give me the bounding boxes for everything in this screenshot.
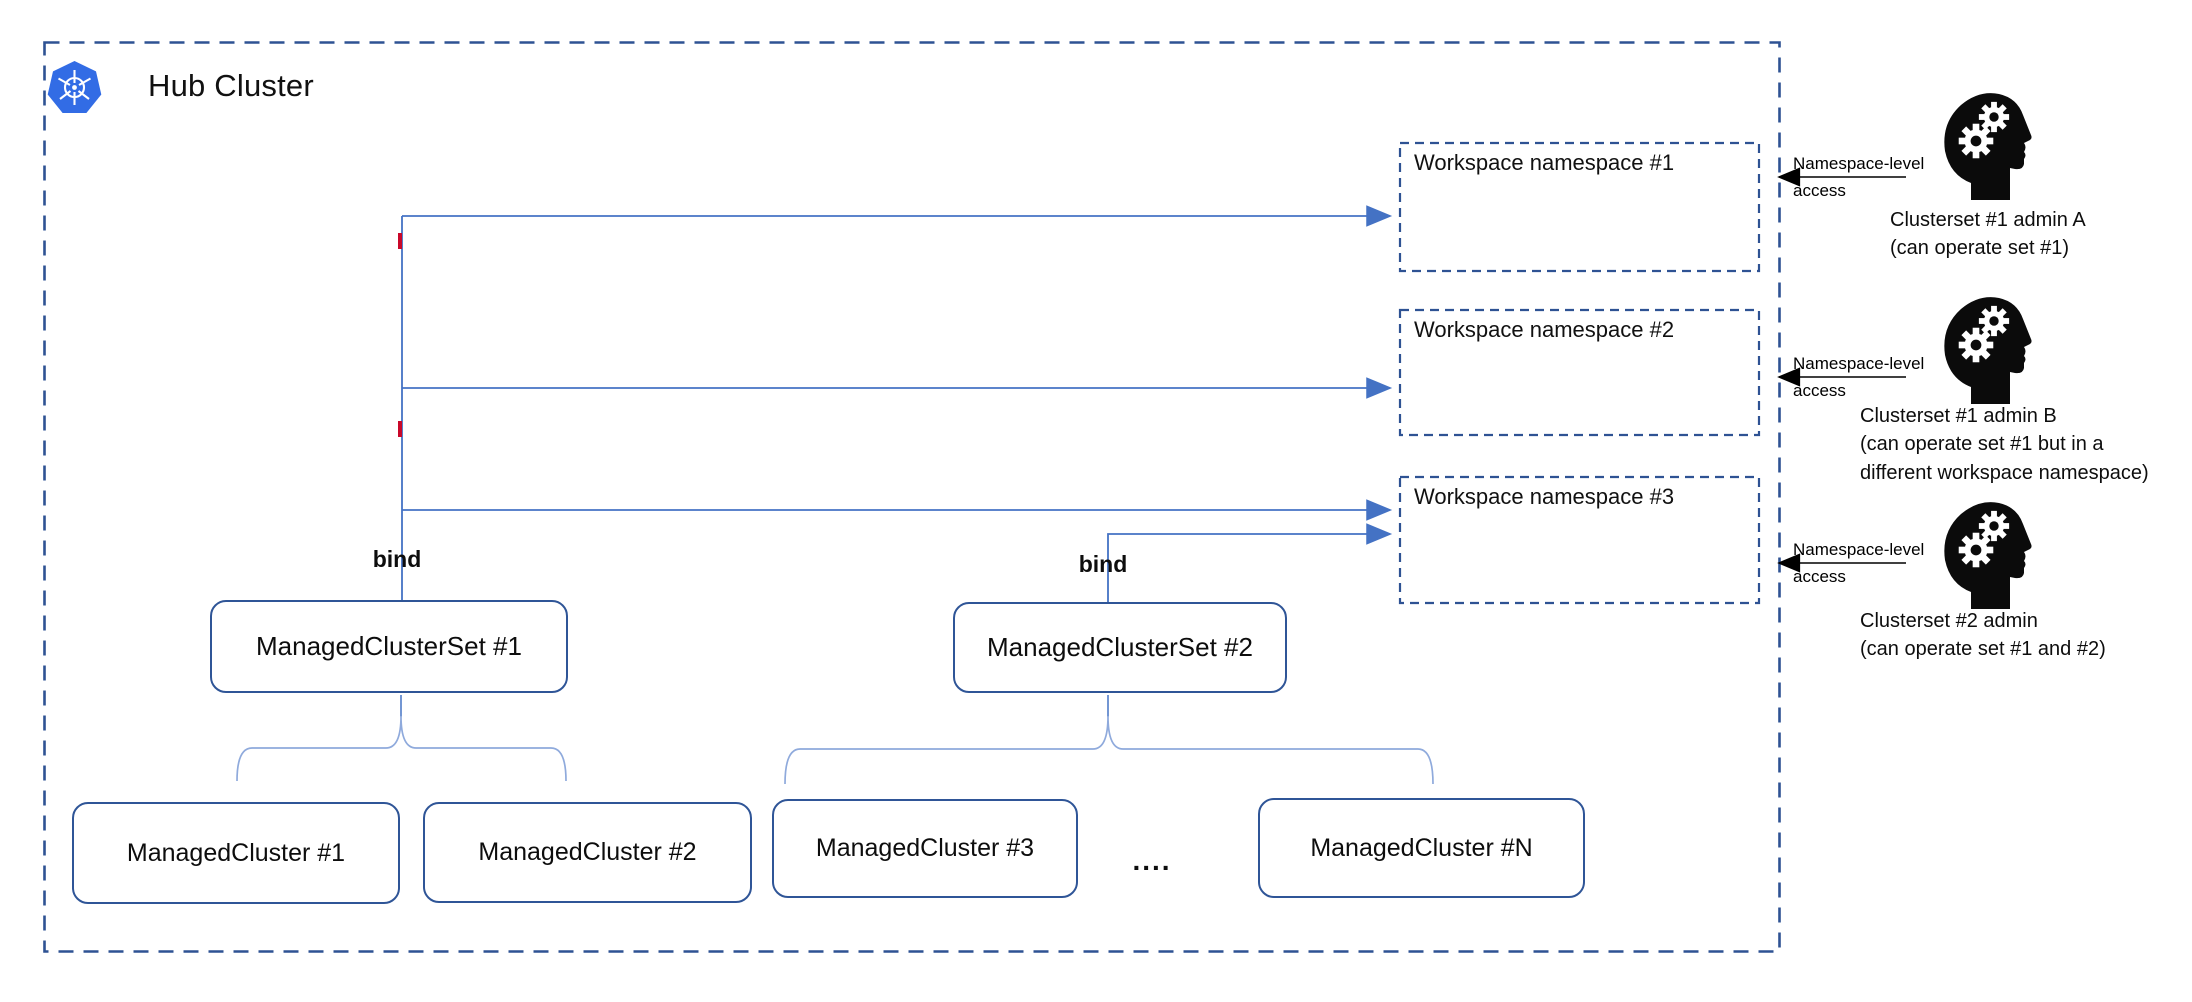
managedcluster-2-box: ManagedCluster #2 [423, 802, 752, 903]
admin-a-caption: Clusterset #1 admin A (can operate set #… [1890, 206, 2192, 263]
admin-b-note: (can operate set #1 but in a different w… [1860, 433, 2149, 484]
managedcluster-1-box: ManagedCluster #1 [72, 802, 400, 904]
admin-c-caption: Clusterset #2 admin (can operate set #1 … [1860, 607, 2190, 664]
hub-cluster-title: Hub Cluster [148, 68, 314, 103]
admin-b-caption: Clusterset #1 admin B (can operate set #… [1860, 402, 2190, 487]
managedcluster-1-label: ManagedCluster #1 [126, 838, 346, 867]
admin-a-name: Clusterset #1 admin A [1890, 209, 2086, 231]
clusterset2-brace [784, 715, 1434, 785]
admin-c-icon [1944, 502, 2031, 609]
managedcluster-3-box: ManagedCluster #3 [772, 799, 1078, 898]
more-clusters-ellipsis: .... [1132, 845, 1172, 876]
managedclusterset-2-label: ManagedClusterSet #2 [987, 632, 1253, 662]
managedclusterset-1-box: ManagedClusterSet #1 [210, 600, 568, 693]
managedclusterset-2-box: ManagedClusterSet #2 [953, 602, 1287, 693]
workspace-namespace-1-label: Workspace namespace #1 [1414, 150, 1675, 175]
workspace-namespace-3-label: Workspace namespace #3 [1414, 484, 1675, 509]
managedclusterset-1-label: ManagedClusterSet #1 [256, 631, 522, 661]
clusterset1-brace [236, 715, 567, 782]
access-label-1-line1: Namespace-level [1793, 154, 1925, 173]
access-label-3-line1: Namespace-level [1793, 540, 1925, 559]
access-label-2-line2: access [1793, 381, 1846, 400]
kubernetes-icon [47, 61, 102, 113]
managedcluster-n-label: ManagedCluster #N [1310, 833, 1533, 862]
admin-b-name: Clusterset #1 admin B [1860, 405, 2057, 427]
admin-c-note: (can operate set #1 and #2) [1860, 638, 2106, 661]
workspace-namespace-2-label: Workspace namespace #2 [1414, 317, 1675, 342]
managedcluster-n-box: ManagedCluster #N [1258, 798, 1585, 898]
bind-label-clusterset2: bind [1078, 551, 1128, 577]
admin-c-name: Clusterset #2 admin [1860, 610, 2038, 632]
access-label-1-line2: access [1793, 181, 1846, 200]
admin-a-note: (can operate set #1) [1890, 237, 2069, 260]
admin-a-icon [1944, 93, 2031, 200]
bind-label-clusterset1: bind [372, 546, 422, 572]
admin-b-icon [1944, 297, 2031, 404]
managedcluster-2-label: ManagedCluster #2 [478, 838, 697, 866]
access-label-2-line1: Namespace-level [1793, 354, 1925, 373]
access-label-3-line2: access [1793, 567, 1846, 586]
managedcluster-3-label: ManagedCluster #3 [815, 834, 1035, 862]
arrow-clusterset2-to-workspace3 [1107, 523, 1393, 602]
